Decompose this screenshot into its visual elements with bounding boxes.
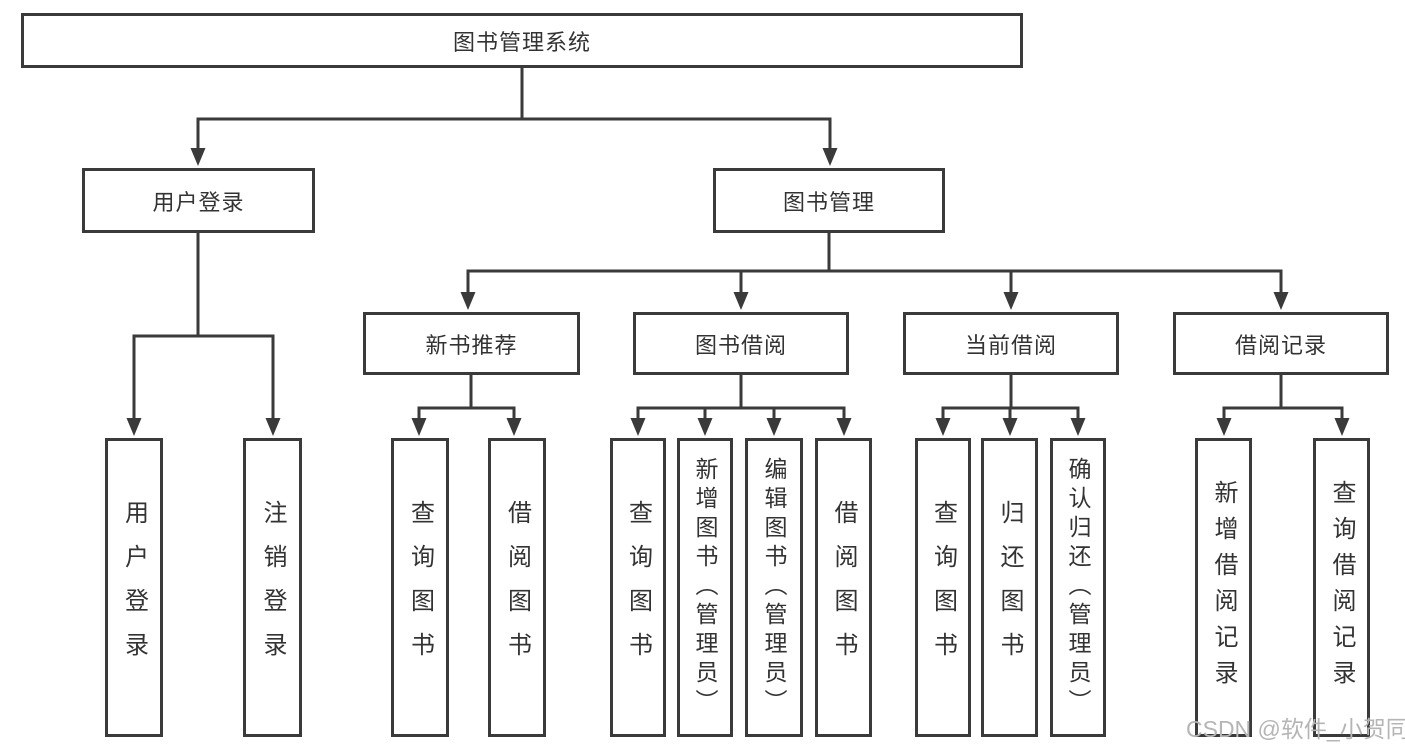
leaf-query-books-borrowing: 查询图书	[610, 438, 666, 737]
connector-bar	[1222, 406, 1344, 420]
arrowhead	[836, 418, 852, 436]
arrowhead	[1273, 292, 1289, 310]
leaf-return-books: 归还图书	[981, 438, 1038, 737]
arrowhead	[411, 418, 427, 436]
node-book-management: 图书管理	[713, 168, 945, 233]
leaf-edit-books-admin: 编辑图书（管理员）	[745, 438, 803, 737]
node-label: 确认归还（管理员）	[1065, 457, 1091, 718]
node-system-root: 图书管理系统	[21, 13, 1023, 68]
node-label: 借阅图书	[830, 499, 857, 676]
arrowhead	[1002, 418, 1018, 436]
arrowhead	[822, 148, 838, 166]
arrowhead	[697, 418, 713, 436]
arrowhead	[935, 418, 951, 436]
node-label: 编辑图书（管理员）	[761, 457, 787, 718]
connector-mgmt-bar	[466, 269, 1283, 294]
arrowhead	[766, 418, 782, 436]
arrowhead	[460, 292, 476, 310]
arrowhead	[1216, 418, 1232, 436]
leaf-borrow-books: 借阅图书	[815, 438, 872, 737]
node-label: 新增借阅记录	[1210, 479, 1237, 696]
node-user-login-branch: 用户登录	[82, 168, 315, 233]
node-label: 图书借阅	[694, 332, 787, 358]
node-label: 用户登录	[120, 499, 148, 676]
leaf-query-borrow-record: 查询借阅记录	[1313, 438, 1370, 737]
leaf-add-borrow-record: 新增借阅记录	[1195, 438, 1252, 737]
node-label: 新增图书（管理员）	[692, 457, 718, 718]
arrowhead	[733, 292, 749, 310]
connector-root-bar	[196, 117, 832, 150]
arrowhead	[630, 418, 646, 436]
arrowhead	[1334, 418, 1350, 436]
leaf-logout-login: 注销登录	[243, 438, 302, 737]
node-borrowing-records: 借阅记录	[1173, 312, 1389, 375]
node-label: 归还图书	[996, 499, 1023, 676]
connector-bar	[417, 406, 516, 420]
leaf-user-login: 用户登录	[105, 438, 163, 737]
arrowhead	[265, 418, 281, 436]
arrowhead	[126, 418, 142, 436]
leaf-confirm-return-admin: 确认归还（管理员）	[1050, 438, 1106, 737]
node-label: 图书管理	[782, 189, 875, 215]
node-label: 查询图书	[406, 499, 434, 676]
arrowhead	[1003, 292, 1019, 310]
connector-login-bar	[132, 334, 275, 420]
node-label: 查询图书	[929, 499, 957, 676]
node-label: 查询图书	[624, 499, 652, 676]
connector-bar	[636, 406, 846, 420]
arrowhead	[190, 148, 206, 166]
node-new-book-recommendation: 新书推荐	[363, 312, 580, 375]
arrowhead	[1070, 418, 1086, 436]
node-current-borrowing: 当前借阅	[903, 312, 1119, 375]
leaf-add-books-admin: 新增图书（管理员）	[677, 438, 733, 737]
node-book-borrowing: 图书借阅	[633, 312, 849, 375]
node-label: 新书推荐	[425, 332, 518, 358]
leaf-query-books-recommend: 查询图书	[391, 438, 449, 737]
leaf-query-books-current: 查询图书	[915, 438, 971, 737]
node-label: 注销登录	[259, 499, 286, 676]
leaf-borrow-books-recommend: 借阅图书	[488, 438, 546, 737]
csdn-watermark: CSDN @软件_小贺同学	[1186, 716, 1405, 742]
node-label: 借阅图书	[503, 499, 531, 676]
node-label: 借阅记录	[1234, 332, 1327, 358]
node-label: 查询借阅记录	[1328, 479, 1355, 696]
arrowhead	[506, 418, 522, 436]
node-label: 当前借阅	[964, 332, 1057, 358]
node-label: 用户登录	[152, 189, 245, 215]
node-label: 图书管理系统	[452, 29, 591, 55]
